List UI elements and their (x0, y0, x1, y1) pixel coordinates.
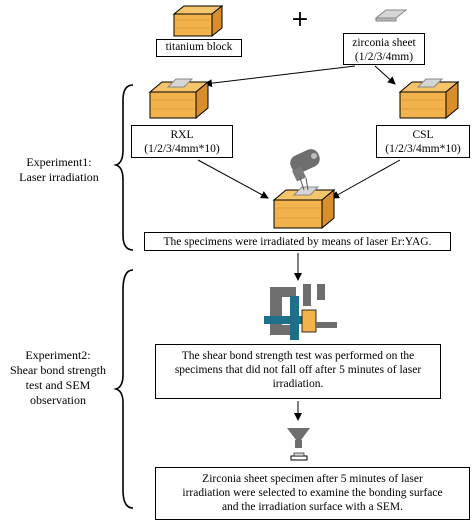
experiment2-label: Experiment2: Shear bond strength test an… (10, 348, 106, 407)
arrow-to-rxl (204, 65, 356, 88)
experiment2-brace (113, 269, 134, 509)
shear-test-description: The shear bond strength test was perform… (155, 344, 441, 399)
experiment1-brace (113, 84, 134, 251)
experiment1-label: Experiment1: Laser irradiation (19, 155, 99, 184)
arrow-csl-to-laser (331, 159, 401, 199)
sem-observation-description: Zirconia sheet specimen after 5 minutes … (155, 467, 470, 520)
laser-irradiation-caption: The specimens were irradiated by means o… (144, 232, 451, 251)
irradiated-block-icon (272, 177, 336, 230)
plus-sign: + (291, 7, 309, 32)
rxl-group-label: RXL (1/2/3/4mm*10) (131, 125, 233, 158)
rxl-block-icon (148, 78, 210, 120)
titanium-block-label: titanium block (156, 39, 242, 57)
arrow-to-csl (374, 65, 396, 85)
zirconia-sheet-label: zirconia sheet (1/2/3/4mm) (343, 33, 425, 65)
csl-group-label: CSL (1/2/3/4mm*10) (376, 125, 470, 158)
shear-test-apparatus-icon (264, 284, 337, 340)
sem-microscope-icon (287, 428, 310, 461)
laser-handpiece-icon (290, 149, 320, 182)
csl-block-icon (398, 78, 460, 120)
zirconia-sheet-icon (374, 9, 408, 22)
titanium-block-icon (172, 4, 224, 38)
arrow-rxl-to-laser (197, 159, 269, 199)
